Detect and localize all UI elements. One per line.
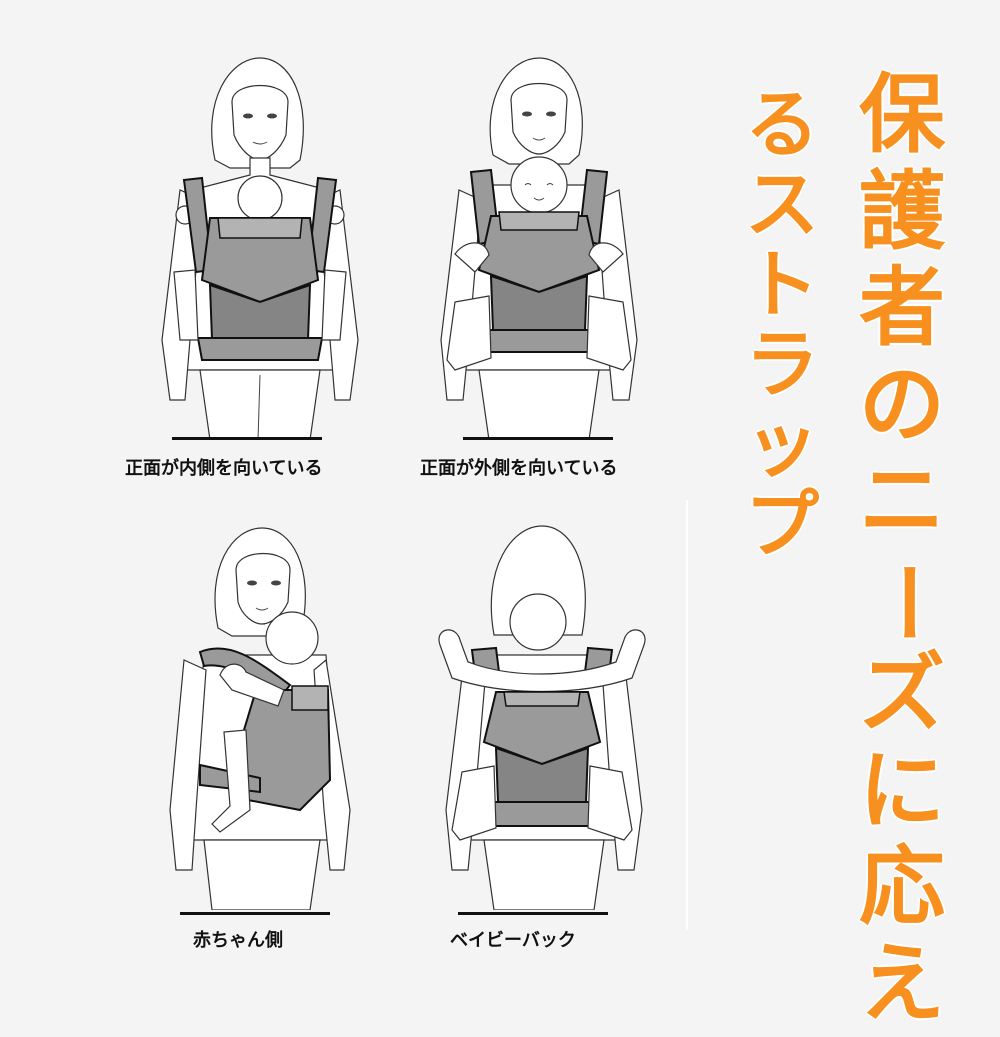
hip-carry-illustration <box>160 510 400 910</box>
headline-char: ニ <box>859 458 945 555</box>
baseline-divider <box>458 912 608 915</box>
headline-char: る <box>745 88 819 168</box>
baseline-divider <box>180 912 330 915</box>
position-caption-front-outward: 正面が外側を向いている <box>420 454 617 480</box>
headline-char: え <box>859 941 945 1037</box>
headline-char: 者 <box>859 265 945 362</box>
position-caption-hip-carry: 赤ちゃん側 <box>193 926 283 952</box>
position-panel-back-carry <box>420 510 660 930</box>
headline-char: ト <box>745 248 819 328</box>
baseline-divider <box>172 437 322 440</box>
headline-char: ー <box>859 555 945 652</box>
headline-char: 応 <box>859 844 945 941</box>
position-panel-front-inward <box>140 40 380 460</box>
headline-char: の <box>859 362 945 459</box>
vertical-divider <box>686 500 688 930</box>
headline-char: プ <box>745 488 819 568</box>
headline-char: に <box>859 748 945 845</box>
back-carry-illustration <box>420 510 660 910</box>
front-outward-carry-illustration <box>415 40 655 440</box>
headline-char: ラ <box>745 328 819 408</box>
headline-char: ッ <box>745 408 819 488</box>
headline-char: ズ <box>859 651 945 748</box>
headline-char: 護 <box>859 169 945 266</box>
position-caption-back-carry: ベイビーバック <box>450 926 576 952</box>
position-panel-front-outward <box>415 40 655 460</box>
headline-char: ス <box>745 168 819 248</box>
position-panel-hip-carry <box>160 510 400 930</box>
headline-column-right: 保 護 者 の ニ ー ズ に 応 え <box>852 72 952 1037</box>
baseline-divider <box>463 437 613 440</box>
position-caption-front-inward: 正面が内側を向いている <box>125 454 322 480</box>
headline-char: 保 <box>859 72 945 169</box>
headline-column-left: る ス ト ラ ッ プ <box>742 88 822 568</box>
front-inward-carry-illustration <box>140 40 380 440</box>
